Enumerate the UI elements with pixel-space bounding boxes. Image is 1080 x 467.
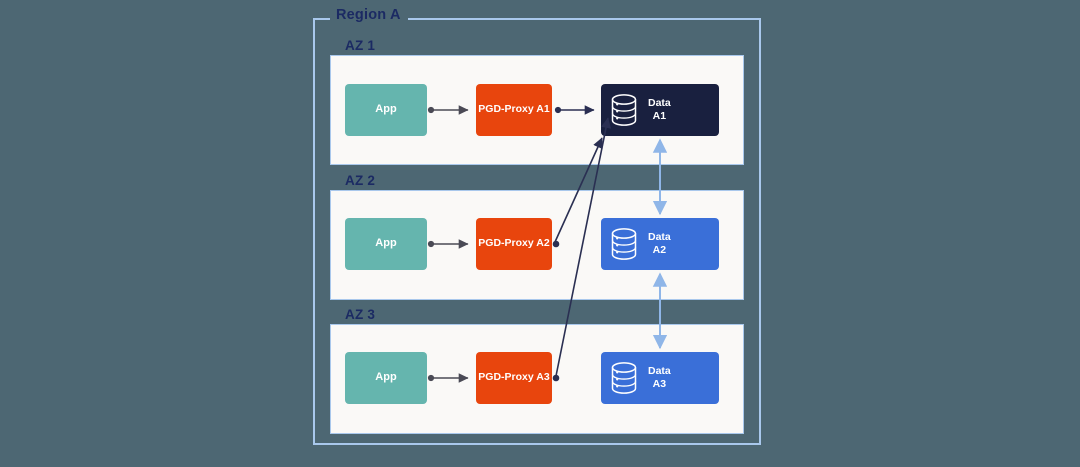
app-node-az3[interactable]: App bbox=[345, 352, 427, 404]
database-icon bbox=[611, 228, 637, 260]
az-2-label: AZ 2 bbox=[345, 173, 376, 188]
app-node-az2-label: App bbox=[375, 237, 397, 250]
proxy-node-az3[interactable]: PGD-Proxy A3 bbox=[476, 352, 552, 404]
proxy-node-az2[interactable]: PGD-Proxy A2 bbox=[476, 218, 552, 270]
proxy-node-az3-label: PGD-Proxy A3 bbox=[478, 371, 550, 384]
app-node-az1-label: App bbox=[375, 103, 397, 116]
proxy-node-az1[interactable]: PGD-Proxy A1 bbox=[476, 84, 552, 136]
database-icon bbox=[611, 362, 637, 394]
region-a-label: Region A bbox=[330, 7, 408, 23]
app-node-az2[interactable]: App bbox=[345, 218, 427, 270]
region-a-boundary bbox=[313, 18, 761, 445]
app-node-az1[interactable]: App bbox=[345, 84, 427, 136]
app-node-az3-label: App bbox=[375, 371, 397, 384]
database-icon bbox=[611, 94, 637, 126]
az-1-label: AZ 1 bbox=[345, 38, 376, 53]
proxy-node-az1-label: PGD-Proxy A1 bbox=[478, 103, 550, 116]
proxy-node-az2-label: PGD-Proxy A2 bbox=[478, 237, 550, 250]
az-3-label: AZ 3 bbox=[345, 307, 376, 322]
